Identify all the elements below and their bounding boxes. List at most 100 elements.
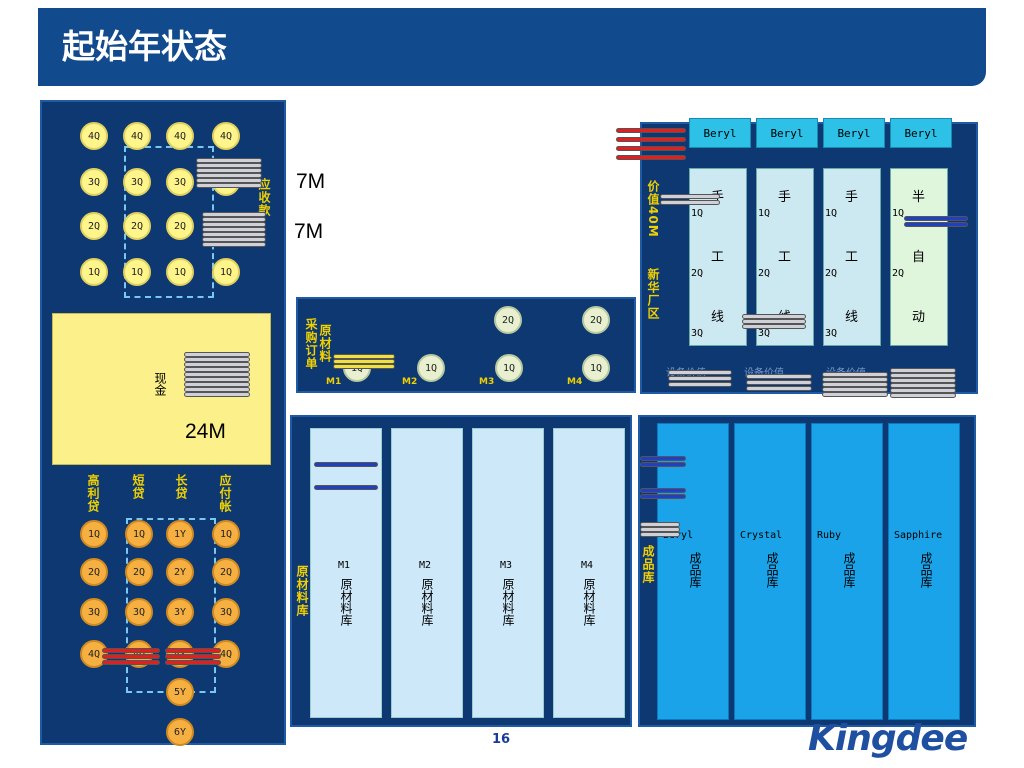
line-quarter: 2Q xyxy=(892,268,905,279)
coin xyxy=(202,217,266,222)
coin xyxy=(202,227,266,232)
finished-name: 成品库 xyxy=(765,552,779,588)
coin xyxy=(640,462,686,467)
coin xyxy=(196,158,262,163)
coin xyxy=(314,485,378,490)
coin xyxy=(668,376,732,381)
coin xyxy=(184,392,250,397)
raw-store-column xyxy=(310,428,382,718)
finished-column xyxy=(734,423,806,720)
purchase-label: 采购订单 xyxy=(304,318,318,370)
product-tab: Beryl xyxy=(823,118,885,148)
kingdee-logo: Kingdee xyxy=(808,718,968,759)
coin xyxy=(822,392,888,397)
receivable-circle: 2Q xyxy=(166,212,194,240)
raw-store-name: 原材料库 xyxy=(339,578,353,626)
raw-store-m: M2 xyxy=(419,560,432,571)
raw-store-m: M4 xyxy=(581,560,594,571)
raw-store-m: M3 xyxy=(500,560,513,571)
finished-name: 成品库 xyxy=(842,552,856,588)
line-cell xyxy=(890,168,948,346)
coin xyxy=(202,242,266,247)
debt-circle: 2Q xyxy=(212,558,240,586)
line-quarter: 1Q xyxy=(758,208,771,219)
plant-name-label: 新华厂区 xyxy=(646,268,660,320)
coin xyxy=(890,378,956,383)
line-quarter: 3Q xyxy=(758,328,771,339)
line-char: 手 xyxy=(845,190,859,205)
coin xyxy=(102,648,160,653)
receivable-circle: 3Q xyxy=(166,168,194,196)
coin xyxy=(668,382,732,387)
coin xyxy=(184,357,250,362)
line-quarter: 1Q xyxy=(691,208,704,219)
coin xyxy=(102,654,160,659)
purchase-m-label: M2 xyxy=(402,377,418,387)
receivable-circle: 2Q xyxy=(80,212,108,240)
coin xyxy=(184,372,250,377)
raw-store-name: 原材料库 xyxy=(420,578,434,626)
cash-amount: 24M xyxy=(185,420,226,443)
line-char: 工 xyxy=(711,250,725,265)
coin xyxy=(890,393,956,398)
coin xyxy=(333,359,395,364)
debt-circle: 3Y xyxy=(166,598,194,626)
coin xyxy=(822,387,888,392)
raw-store-name: 原材料库 xyxy=(501,578,515,626)
coin xyxy=(314,462,378,467)
purchase-circle: 2Q xyxy=(582,306,610,334)
finished-product: Crystal xyxy=(740,530,783,541)
receivable-circle: 4Q xyxy=(123,122,151,150)
page-number: 16 xyxy=(492,732,511,747)
coin xyxy=(165,654,221,659)
coin xyxy=(202,212,266,217)
line-quarter: 3Q xyxy=(691,328,704,339)
coin xyxy=(890,368,956,373)
raw-store-m: M1 xyxy=(338,560,351,571)
plant-value-label: 价值40M xyxy=(646,180,660,238)
finished-product: Sapphire xyxy=(894,530,943,541)
receivable-circle: 4Q xyxy=(166,122,194,150)
line-cell xyxy=(823,168,881,346)
coin xyxy=(184,352,250,357)
debt-circle: 1Y xyxy=(166,520,194,548)
raw-store-name: 原材料库 xyxy=(582,578,596,626)
coin xyxy=(668,370,732,375)
coin xyxy=(822,372,888,377)
line-char: 手 xyxy=(778,190,792,205)
debt-circle: 2Q xyxy=(80,558,108,586)
finished-name: 成品库 xyxy=(919,552,933,588)
coin xyxy=(333,364,395,369)
receivable-circle: 4Q xyxy=(80,122,108,150)
raw-store-label: 原材料库 xyxy=(295,565,309,617)
debt-circle: 2Y xyxy=(166,558,194,586)
purchase-circle: 2Q xyxy=(494,306,522,334)
coin xyxy=(640,532,680,537)
coin xyxy=(616,137,686,142)
coin xyxy=(822,382,888,387)
coin xyxy=(165,648,221,653)
coin xyxy=(184,362,250,367)
receivable-circle: 3Q xyxy=(80,168,108,196)
coin xyxy=(640,527,680,532)
coin xyxy=(165,660,221,665)
finished-label: 成品库 xyxy=(641,545,655,584)
coin xyxy=(616,128,686,133)
purchase-raw-label: 原材料 xyxy=(318,324,332,363)
coin xyxy=(616,155,686,160)
coin xyxy=(890,383,956,388)
raw-store-column xyxy=(472,428,544,718)
product-tab: Beryl xyxy=(890,118,952,148)
line-char: 自 xyxy=(912,250,926,265)
line-quarter: 2Q xyxy=(691,268,704,279)
receivable-circle: 1Q xyxy=(123,258,151,286)
debt-label: 应付帐 xyxy=(218,474,232,513)
coin xyxy=(202,232,266,237)
debt-circle: 1Q xyxy=(212,520,240,548)
coin xyxy=(196,168,262,173)
purchase-m-label: M3 xyxy=(479,377,495,387)
coin xyxy=(102,660,160,665)
receivable-circle: 3Q xyxy=(123,168,151,196)
debt-circle: 1Q xyxy=(80,520,108,548)
purchase-circle: 1Q xyxy=(495,354,523,382)
